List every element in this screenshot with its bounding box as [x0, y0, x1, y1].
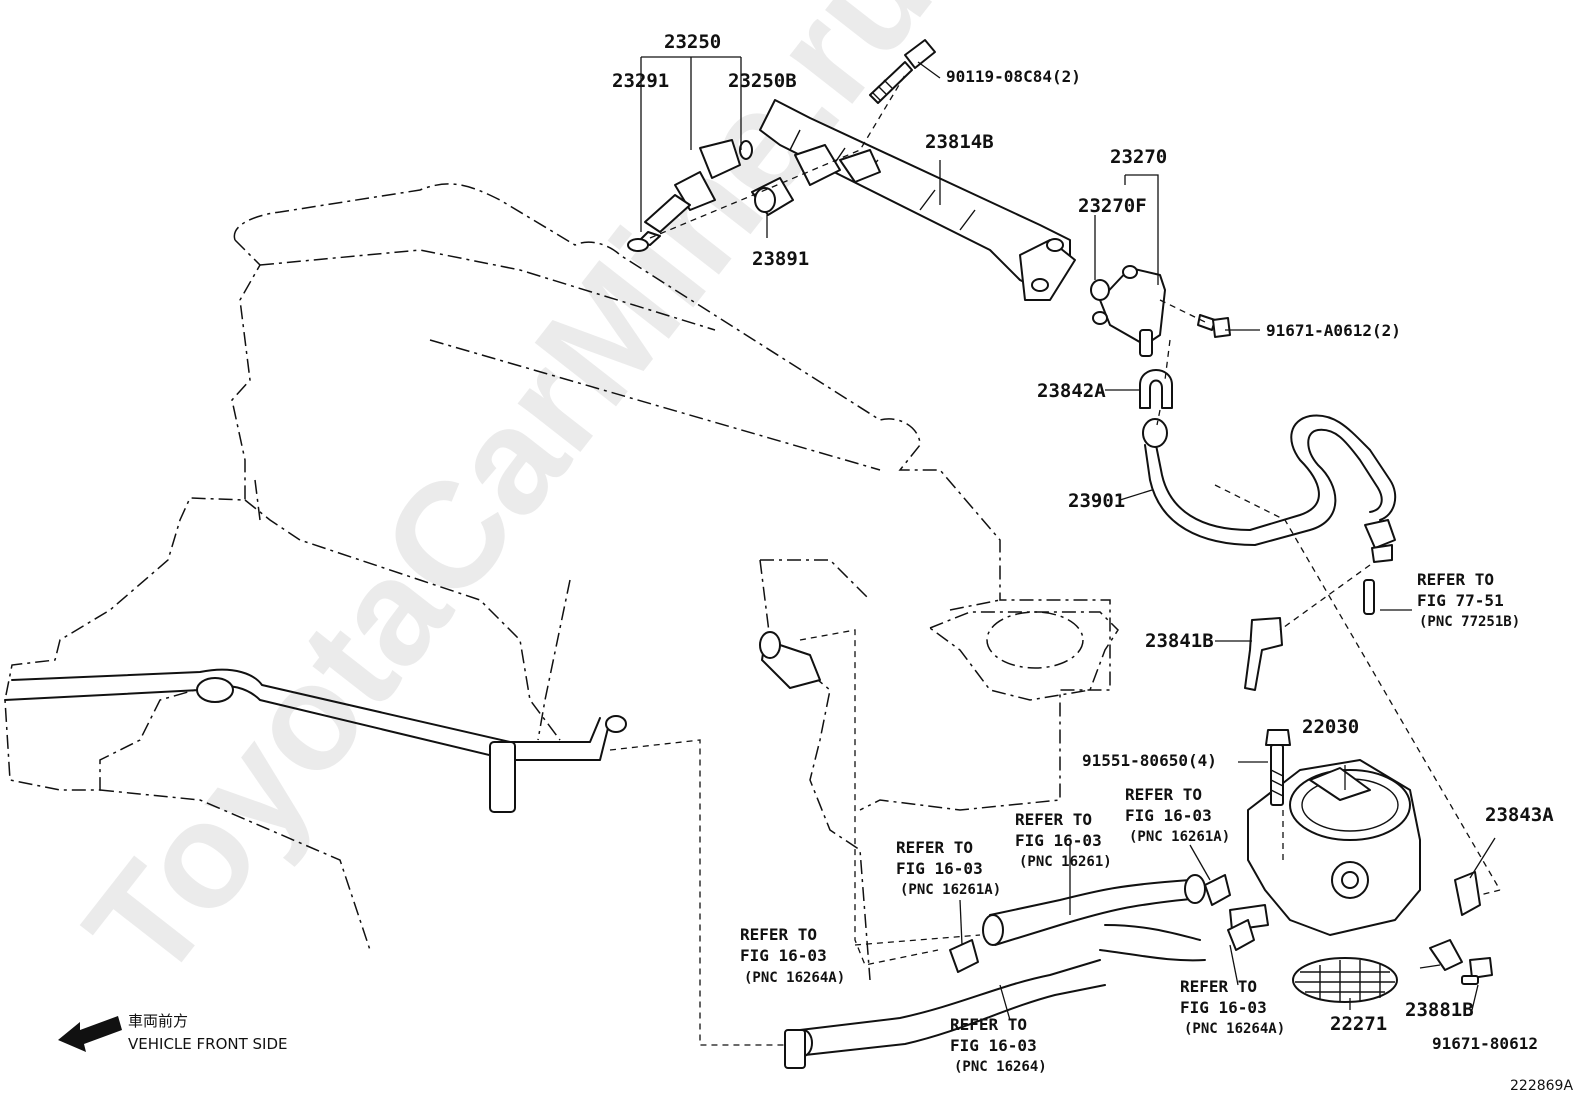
illustration-id: 222869A [1510, 1078, 1573, 1094]
svg-text:REFER TO: REFER TO [1015, 810, 1092, 829]
label-23270: 23270 [1110, 146, 1167, 168]
refer-note-fig77: REFER TO FIG 77-51 (PNC 77251B) [1417, 570, 1520, 630]
refer-note-f: REFER TO FIG 16-03 (PNC 16264) [950, 1015, 1047, 1075]
label-23881b: 23881B [1405, 999, 1474, 1021]
label-23270f: 23270F [1078, 195, 1147, 217]
label-90119: 90119-08C84(2) [946, 67, 1081, 86]
leader-lines [640, 56, 1496, 1021]
hose-clamps [949, 874, 1255, 973]
svg-text:FIG 16-03: FIG 16-03 [1015, 831, 1102, 850]
injector-insulator [751, 177, 794, 216]
svg-text:FIG 16-03: FIG 16-03 [950, 1036, 1037, 1055]
svg-text:(PNC 16261): (PNC 16261) [1019, 854, 1112, 870]
fuel-hose [1142, 414, 1397, 563]
svg-text:REFER TO: REFER TO [740, 925, 817, 944]
svg-text:REFER TO: REFER TO [896, 838, 973, 857]
label-23842a: 23842A [1037, 380, 1106, 402]
svg-text:(PNC 16261A): (PNC 16261A) [900, 882, 1001, 898]
label-23250b: 23250B [728, 70, 797, 92]
label-23841b: 23841B [1145, 630, 1214, 652]
svg-text:(PNC 16264A): (PNC 16264A) [1184, 1021, 1285, 1037]
label-91671-80612: 91671-80612 [1432, 1034, 1538, 1053]
svg-text:FIG 16-03: FIG 16-03 [1180, 998, 1267, 1017]
connection-lines [609, 74, 1501, 1046]
label-91551: 91551-80650(4) [1082, 751, 1217, 770]
refer-note-e: REFER TO FIG 16-03 (PNC 16264A) [1180, 977, 1285, 1037]
elbow-bolt [1197, 314, 1231, 338]
bracket-bolt [1461, 957, 1493, 985]
svg-text:FIG 16-03: FIG 16-03 [1125, 806, 1212, 825]
throttle-body-bolt [1265, 729, 1291, 806]
svg-text:(PNC 16261A): (PNC 16261A) [1129, 829, 1230, 845]
svg-text:FIG 77-51: FIG 77-51 [1417, 591, 1504, 610]
throttle-body [1229, 759, 1421, 936]
part-labels: 23250 23291 23250B 90119-08C84(2) 23814B… [612, 31, 1554, 1053]
svg-text:REFER TO: REFER TO [1417, 570, 1494, 589]
svg-text:(PNC 16264A): (PNC 16264A) [744, 970, 845, 986]
hose-clamp-23842a [1139, 369, 1173, 409]
front-indicator: 車両前方 VEHICLE FRONT SIDE [58, 1012, 288, 1053]
refer-note-d: REFER TO FIG 16-03 (PNC 16264A) [740, 925, 845, 986]
intake-flange-outline [928, 611, 1119, 701]
fuel-injector [637, 139, 753, 246]
svg-text:REFER TO: REFER TO [1180, 977, 1257, 996]
engine-hose-stub [759, 631, 821, 689]
connector-clip-23843a [1454, 871, 1481, 916]
label-23891: 23891 [752, 248, 809, 270]
throttle-body-gasket [1292, 957, 1398, 1003]
refer-note-b: REFER TO FIG 16-03 (PNC 16261) [1015, 810, 1112, 870]
water-bypass-hoses [784, 874, 1206, 1069]
label-23843a: 23843A [1485, 804, 1554, 826]
svg-text:FIG 16-03: FIG 16-03 [896, 859, 983, 878]
label-22271: 22271 [1330, 1013, 1387, 1035]
label-23291: 23291 [612, 70, 669, 92]
svg-text:FIG 16-03: FIG 16-03 [740, 946, 827, 965]
label-22030: 22030 [1302, 716, 1359, 738]
label-23814b: 23814B [925, 131, 994, 153]
front-label-jp: 車両前方 [128, 1012, 188, 1030]
fuel-pipe-elbow [1092, 265, 1166, 357]
svg-text:(PNC 77251B): (PNC 77251B) [1419, 614, 1520, 630]
svg-text:REFER TO: REFER TO [950, 1015, 1027, 1034]
svg-text:REFER TO: REFER TO [1125, 785, 1202, 804]
label-91671-a0612: 91671-A0612(2) [1266, 321, 1401, 340]
label-23901: 23901 [1068, 490, 1125, 512]
injector-o-ring [627, 238, 649, 252]
delivery-pipe-bolt [869, 39, 936, 104]
hose-clip-23841b [1244, 617, 1283, 691]
engine-outline [4, 183, 1111, 981]
svg-text:(PNC 16264): (PNC 16264) [954, 1059, 1047, 1075]
label-23250: 23250 [664, 31, 721, 53]
refer-note-a: REFER TO FIG 16-03 (PNC 16261A) [1125, 785, 1230, 845]
elbow-o-ring [1090, 279, 1110, 301]
engine-coolant-pipe [4, 668, 627, 813]
fuel-delivery-pipe [759, 99, 1076, 301]
front-label-en: VEHICLE FRONT SIDE [128, 1035, 288, 1053]
bracket-23881b [1429, 939, 1463, 971]
front-arrow-icon [58, 1016, 122, 1052]
fig77-pipe-stub [1363, 579, 1375, 615]
refer-note-c: REFER TO FIG 16-03 (PNC 16261A) [896, 838, 1001, 898]
